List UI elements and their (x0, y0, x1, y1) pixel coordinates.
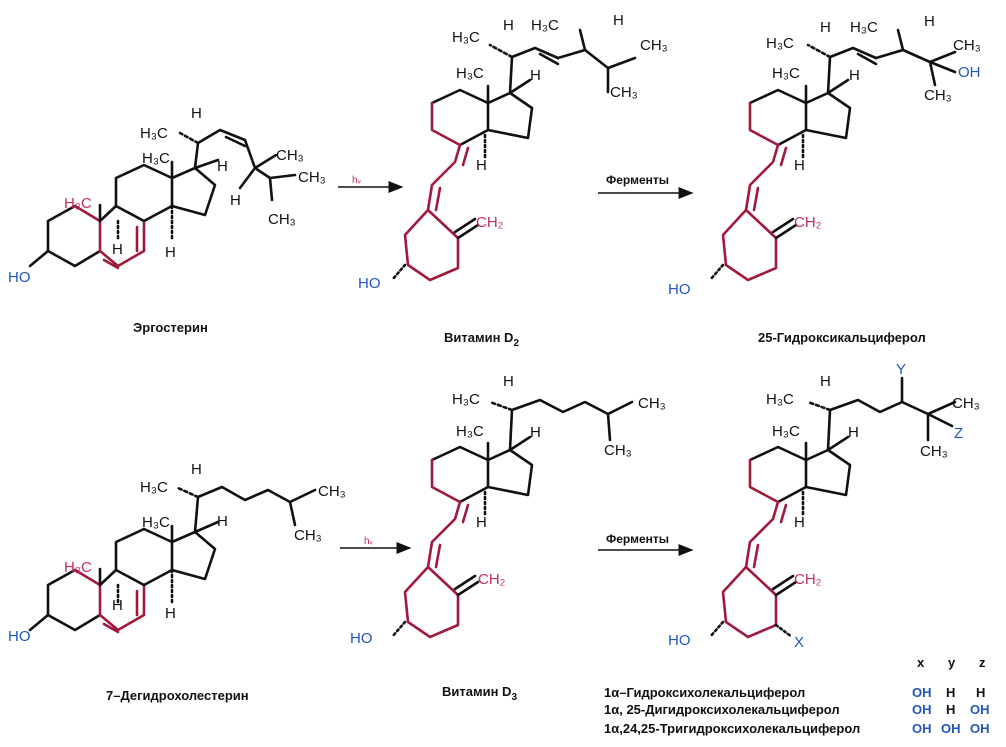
d3-h-top: H (503, 373, 514, 390)
ergo-h-ring2: H (165, 244, 176, 261)
gen-h3c-side: H₃C (766, 391, 794, 408)
d2-h-top: H (503, 17, 514, 34)
dhc-ho: HO (8, 628, 31, 645)
legend-row-name: 1α, 25-Дигидроксихолекальциферол (604, 702, 840, 717)
h25-h3c-side: H₃C (766, 35, 794, 52)
legend-header-z: z (979, 655, 986, 670)
caption-vitamin-d3: Витамин D3 (442, 684, 517, 703)
dhc-ch3-bottom: CH₃ (294, 527, 322, 544)
ergo-h3c-side: H₃C (140, 125, 168, 142)
gen-y: Y (896, 361, 906, 378)
d2-ch3-top: H₃C (531, 17, 559, 34)
h25-ch3-top: H₃C (850, 19, 878, 36)
vitamin-d3-structure (390, 398, 634, 639)
legend-header-x: x (917, 655, 925, 670)
d3-h3c-c: H₃C (456, 423, 484, 440)
ergo-ch3-3: CH₃ (268, 211, 296, 228)
dhc-h3c-c: H₃C (142, 514, 170, 531)
dhc-ch3-right: CH₃ (318, 483, 346, 500)
dhc-h-top: H (191, 461, 202, 478)
legend-row-name: 1α–Гидроксихолекальциферол (604, 685, 805, 700)
ergo-ho: HO (8, 269, 31, 286)
h25-ho: HO (668, 281, 691, 298)
hydroxycalciferol-structure (708, 28, 957, 282)
dehydrocholesterol-structure (28, 485, 317, 634)
d2-ch3-right: CH₃ (640, 37, 668, 54)
caption-ergosterol: Эргостерин (133, 320, 208, 335)
gen-x: X (794, 634, 804, 651)
h25-h-right: H (924, 13, 935, 30)
legend-row-x: OH (912, 721, 932, 736)
caption-25-hydroxycalciferol: 25-Гидроксикальциферол (758, 330, 926, 345)
d3-h-ring: H (476, 514, 487, 531)
dhc-h-ring2: H (165, 605, 176, 622)
h25-h-ring: H (794, 157, 805, 174)
d3-ch2: CH₂ (478, 571, 506, 588)
legend-row-y: H (946, 685, 955, 700)
d2-h-right: H (613, 12, 624, 29)
caption-7-dehydrocholesterol: 7–Дегидрохолестерин (106, 688, 249, 703)
gen-h3c-c: H₃C (772, 423, 800, 440)
legend-row-z: OH (970, 702, 990, 717)
caption-vitamin-d2: Витамин D2 (444, 330, 519, 349)
d2-ho: HO (358, 275, 381, 292)
ergosterol-structure (28, 128, 297, 270)
d2-ch3-bottom: CH₃ (610, 84, 638, 101)
d2-h3c-c: H₃C (456, 65, 484, 82)
d3-ch3-right: CH₃ (638, 395, 666, 412)
h25-h3c-c: H₃C (772, 65, 800, 82)
h25-oh: OH (958, 64, 981, 81)
gen-ch3-bottom: CH₃ (920, 443, 948, 460)
legend-row-x: OH (912, 685, 932, 700)
ergo-ch3-2: CH₃ (298, 169, 326, 186)
vitamin-d2-structure (390, 28, 637, 282)
gen-z: Z (954, 425, 963, 442)
cholecalciferol-generic-structure (708, 376, 957, 639)
gen-h-ring: H (794, 514, 805, 531)
d3-ch3-bottom: CH₃ (604, 442, 632, 459)
arrow-hv-bottom-label: hᵥ (364, 536, 374, 547)
ergo-h-side: H (230, 192, 241, 209)
d2-h3c-side: H₃C (452, 29, 480, 46)
gen-ch2: CH₂ (794, 571, 822, 588)
d2-ch2: CH₂ (476, 214, 504, 231)
legend-row-y: OH (941, 721, 961, 736)
legend-row-z: H (976, 685, 985, 700)
legend-row-y: H (946, 702, 955, 717)
d3-ho: HO (350, 630, 373, 647)
dhc-h-d: H (217, 513, 228, 530)
h25-ch2: CH₂ (794, 214, 822, 231)
d3-h-d: H (530, 424, 541, 441)
legend-row-name: 1α,24,25-Тригидроксихолекальциферол (604, 721, 860, 736)
substituent-legend: x y z 1α–Гидроксихолекальциферол OH H H … (604, 655, 990, 736)
ergo-ch3-1: CH₃ (276, 147, 304, 164)
dhc-h3c-red: H₃C (64, 559, 92, 576)
legend-row-z: OH (970, 721, 990, 736)
h25-ch3-right: CH₃ (953, 37, 981, 54)
h25-h-top: H (820, 19, 831, 36)
h25-ch3-bottom: CH₃ (924, 87, 952, 104)
legend-row-x: OH (912, 702, 932, 717)
d2-h-ring: H (476, 157, 487, 174)
ergo-h-d: H (217, 158, 228, 175)
gen-h-d: H (848, 424, 859, 441)
ergo-h-top: H (191, 105, 202, 122)
gen-ch3-right: CH₃ (952, 395, 980, 412)
ergo-h3c-c: H₃C (142, 150, 170, 167)
arrow-hv-top-label: hᵥ (352, 175, 362, 186)
h25-h-d: H (849, 67, 860, 84)
d3-h3c-side: H₃C (452, 391, 480, 408)
gen-h-top: H (820, 373, 831, 390)
legend-header-y: y (948, 655, 956, 670)
dhc-h3c-side: H₃C (140, 479, 168, 496)
arrow-enzymes-bottom-label: Ферменты (606, 532, 669, 546)
gen-ho: HO (668, 632, 691, 649)
arrow-enzymes-top-label: Ферменты (606, 173, 669, 187)
d2-h-d: H (530, 67, 541, 84)
dhc-h-ring: H (112, 597, 123, 614)
ergo-h3c-red: H₃C (64, 195, 92, 212)
ergo-h-ring: H (112, 241, 123, 258)
